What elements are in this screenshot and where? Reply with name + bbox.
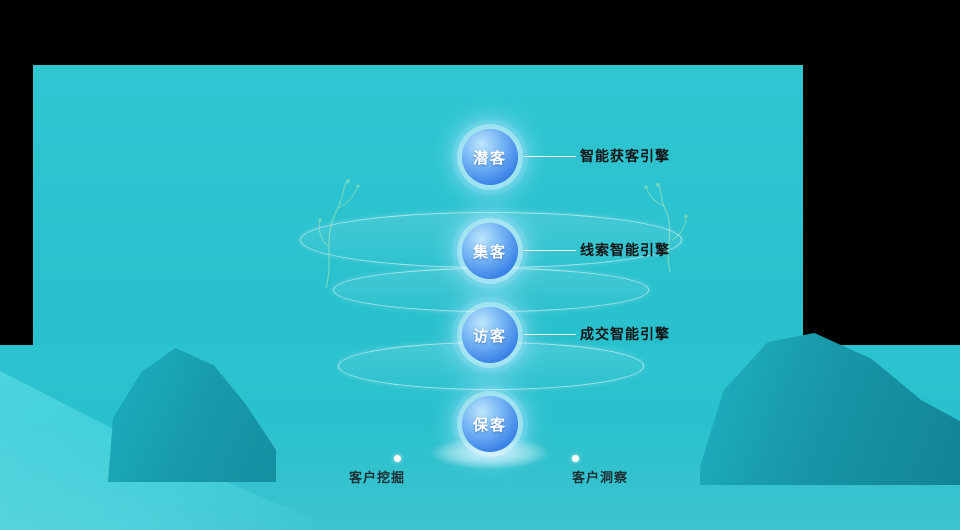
footer-dot-mining	[394, 455, 401, 462]
footer-label-insight: 客户洞察	[572, 471, 629, 486]
footer-dot-insight	[572, 455, 579, 462]
connector-line-2	[524, 250, 576, 251]
engine-label-deals: 成交智能引擎	[580, 327, 670, 343]
branch-decoration-right	[644, 183, 688, 273]
engine-label-acquisition: 智能获客引擎	[580, 149, 670, 165]
engine-label-leads: 线索智能引擎	[580, 243, 670, 259]
stage-sphere-visitors: 访客	[462, 307, 518, 363]
stage-sphere-leads: 集客	[462, 223, 518, 279]
stage-sphere-retention: 保客	[462, 396, 518, 452]
stage-label-retention: 保客	[472, 415, 507, 434]
stage-label-visitors: 访客	[472, 326, 507, 345]
connector-line-3	[524, 334, 576, 335]
connector-line-1	[524, 156, 576, 157]
footer-label-mining: 客户挖掘	[349, 471, 406, 486]
stage-label-leads: 集客	[472, 242, 507, 261]
stage-sphere-prospects: 潜客	[462, 129, 518, 185]
stage-label-prospects: 潜客	[472, 148, 507, 167]
